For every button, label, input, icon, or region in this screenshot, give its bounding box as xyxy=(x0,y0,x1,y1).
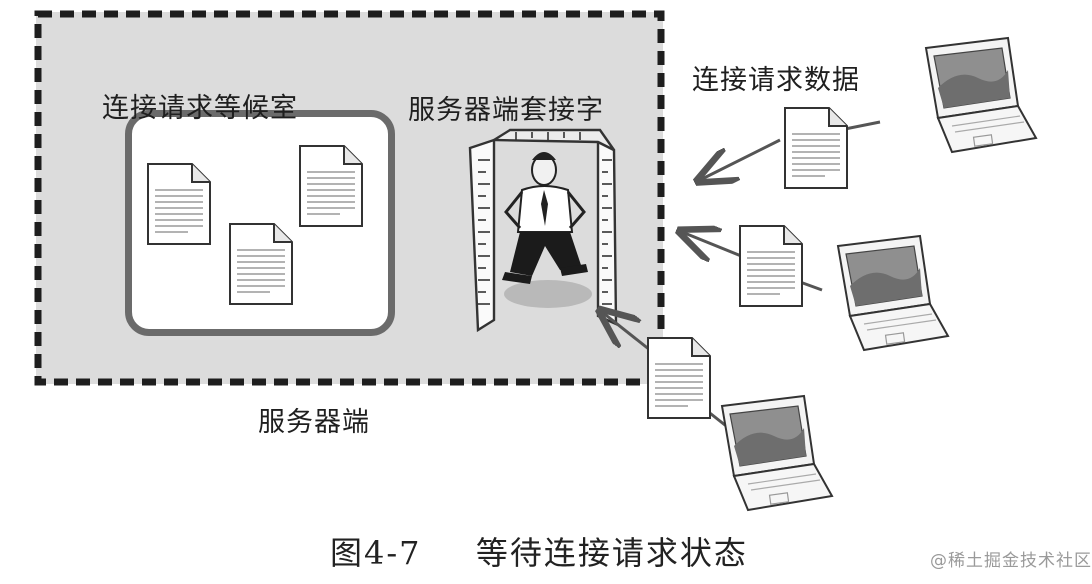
figure-caption: 图4-7 等待连接请求状态 xyxy=(330,528,748,574)
person-icon xyxy=(502,152,588,284)
client-laptop-1 xyxy=(925,37,1037,153)
server-label: 服务器端 xyxy=(258,407,370,438)
client-laptop-3 xyxy=(721,395,833,511)
doorway-gauge-icon xyxy=(468,128,618,333)
request-data-label: 连接请求数据 xyxy=(692,65,860,96)
server-socket-label: 服务器端套接字 xyxy=(408,95,604,126)
request-document-1 xyxy=(784,107,848,189)
connector-line-2 xyxy=(799,280,823,292)
incoming-request-arrow-1 xyxy=(700,138,781,180)
figure-title: 等待连接请求状态 xyxy=(475,534,748,572)
client-laptop-2 xyxy=(837,235,949,351)
queued-request-document-2 xyxy=(229,223,293,305)
queued-request-document-1 xyxy=(147,163,211,245)
incoming-request-arrow-3 xyxy=(602,312,651,352)
watermark: @稀土掘金技术社区 xyxy=(930,551,1092,571)
queued-request-document-3 xyxy=(299,145,363,227)
waiting-room-label: 连接请求等候室 xyxy=(102,93,298,124)
request-document-2 xyxy=(739,225,803,307)
request-document-3 xyxy=(647,337,711,419)
figure-number: 图4-7 xyxy=(330,534,422,572)
